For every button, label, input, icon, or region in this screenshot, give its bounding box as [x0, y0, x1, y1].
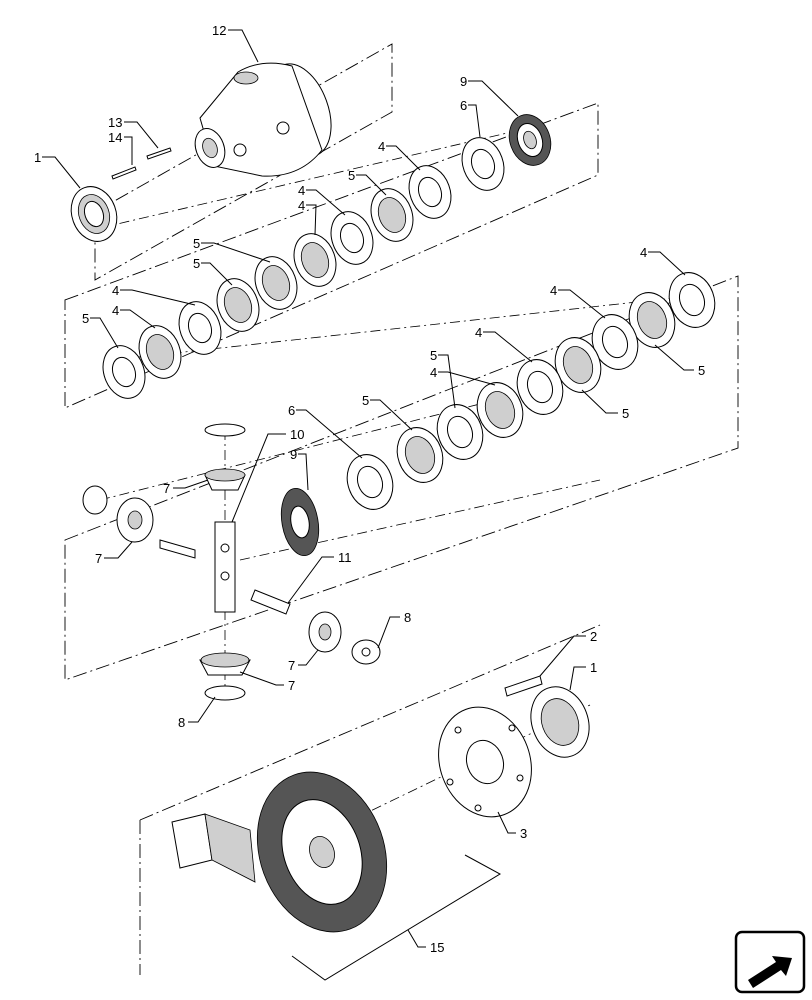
next-page-arrow-icon[interactable] [734, 930, 806, 994]
callout-14: 14 [108, 130, 122, 145]
callout-9-top: 9 [460, 74, 467, 89]
callout-3: 3 [520, 826, 527, 841]
ring-gear-assembly [171, 675, 590, 981]
callout-1-top: 1 [34, 150, 41, 165]
callout-4-e: 4 [112, 303, 119, 318]
callout-8-a: 8 [404, 610, 411, 625]
callout-5-h: 5 [362, 393, 369, 408]
callout-5-f: 5 [622, 406, 629, 421]
callout-5-d: 5 [82, 311, 89, 326]
callout-11: 11 [338, 550, 352, 565]
bearing-top [70, 186, 118, 242]
callout-5-g: 5 [430, 348, 437, 363]
callout-1-bottom: 1 [590, 660, 597, 675]
callout-4-d: 4 [112, 283, 119, 298]
differential-case [194, 62, 332, 177]
differential-internals [82, 423, 381, 701]
callout-4-c: 4 [298, 198, 305, 213]
callout-15: 15 [430, 940, 444, 955]
callout-8-b: 8 [178, 715, 185, 730]
callout-4-i: 4 [430, 365, 437, 380]
callout-13: 13 [108, 115, 122, 130]
callout-2: 2 [590, 629, 597, 644]
friction-discs-lower [346, 272, 716, 510]
callout-6-mid: 6 [288, 403, 295, 418]
group-boundaries [64, 43, 739, 975]
callout-10: 10 [290, 427, 304, 442]
callout-5-e: 5 [698, 363, 705, 378]
callout-5-a: 5 [348, 168, 355, 183]
callout-5-b: 5 [193, 236, 200, 251]
callout-4-a: 4 [378, 139, 385, 154]
friction-discs-upper [102, 137, 505, 399]
callout-9-mid: 9 [290, 447, 297, 462]
callout-6-top: 6 [460, 98, 467, 113]
callout-12: 12 [212, 23, 226, 38]
callout-7-c: 7 [288, 658, 295, 673]
callout-labels: 12 13 14 1 9 6 4 5 4 4 5 5 4 4 5 4 4 5 [34, 23, 705, 955]
callout-5-c: 5 [193, 256, 200, 271]
callout-4-g: 4 [550, 283, 557, 298]
callout-7-b: 7 [95, 551, 102, 566]
callout-4-h: 4 [475, 325, 482, 340]
callout-7-a: 7 [163, 481, 170, 496]
side-gear-top [508, 114, 552, 166]
pins [111, 147, 172, 180]
callout-4-b: 4 [298, 183, 305, 198]
callout-7-d: 7 [288, 678, 295, 693]
callout-4-f: 4 [640, 245, 647, 260]
